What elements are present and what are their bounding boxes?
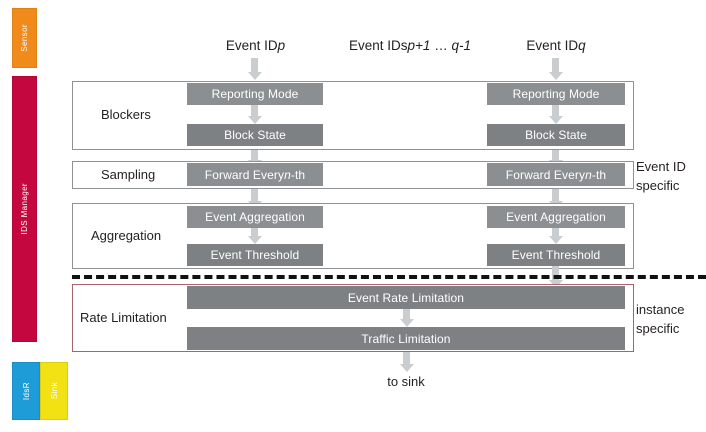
forward-prefix: Forward Every	[204, 167, 285, 182]
footer-to-sink-label: to sink	[387, 374, 425, 389]
flow-arrow-blockers-internal-right	[548, 105, 563, 124]
stage-label-blockers: Blockers	[101, 107, 151, 122]
role-bar-sink: Sink	[40, 362, 68, 420]
flow-arrow-rate-limitation-internal	[399, 309, 414, 327]
stage-label-rate-limitation: Rate Limitation	[80, 310, 167, 325]
column-header-prefix: Event ID	[225, 38, 278, 53]
action-box-event-threshold-right[interactable]: Event Threshold	[487, 244, 625, 266]
action-box-event-rate-limitation[interactable]: Event Rate Limitation	[187, 286, 625, 309]
flow-arrow-blockers-internal-left	[247, 105, 262, 124]
annotation-line-2: specific	[636, 178, 680, 193]
role-bar-idsr: IdsR	[12, 362, 40, 420]
forward-prefix: Forward Every	[505, 167, 586, 182]
forward-variable: n	[284, 167, 291, 182]
flow-arrow-into-blockers-right	[548, 58, 563, 80]
forward-suffix: -th	[591, 167, 607, 182]
forward-suffix: -th	[290, 167, 306, 182]
stage-label-sampling: Sampling	[101, 167, 156, 182]
action-box-reporting-mode-left[interactable]: Reporting Mode	[187, 83, 323, 105]
action-box-event-aggregation-left[interactable]: Event Aggregation	[187, 206, 323, 228]
column-header-variable-end: q-1	[451, 38, 471, 53]
action-box-block-state-left[interactable]: Block State	[187, 124, 323, 146]
flow-arrow-aggregation-internal-left	[247, 228, 262, 244]
scope-separator-dashed-line	[72, 275, 706, 279]
annotation-event-id-specific: Event ID specific	[636, 157, 686, 195]
role-bar-ids-manager-label: IDS Manager	[20, 183, 29, 235]
flow-arrow-aggregation-internal-right	[548, 228, 563, 244]
role-bar-idsr-label: IdsR	[21, 381, 31, 401]
column-header-event-ids-range: Event IDsp+1 … q-1	[330, 38, 490, 53]
role-bar-sensor: Sensor	[12, 8, 37, 68]
action-box-event-threshold-left[interactable]: Event Threshold	[187, 244, 323, 266]
annotation-line-1: Event ID	[636, 159, 686, 174]
stage-label-aggregation: Aggregation	[91, 228, 162, 243]
role-bar-sink-label: Sink	[49, 382, 59, 400]
flow-arrow-to-sink	[399, 352, 414, 372]
column-header-prefix: Event IDs	[349, 38, 408, 53]
forward-variable: n	[585, 167, 592, 182]
action-box-event-aggregation-right[interactable]: Event Aggregation	[487, 206, 625, 228]
column-header-prefix: Event ID	[526, 38, 579, 53]
column-header-variable: q	[578, 38, 586, 53]
column-header-event-id-q: Event IDq	[487, 38, 625, 53]
column-header-event-id-p: Event IDp	[188, 38, 323, 53]
role-bar-ids-manager: IDS Manager	[12, 76, 37, 342]
column-header-ellipsis: …	[434, 38, 448, 53]
annotation-instance-specific: instance specific	[636, 300, 684, 338]
action-box-reporting-mode-right[interactable]: Reporting Mode	[487, 83, 625, 105]
action-box-traffic-limitation[interactable]: Traffic Limitation	[187, 327, 625, 350]
column-header-variable: p	[277, 38, 286, 53]
annotation-line-1: instance	[636, 302, 685, 317]
action-box-block-state-right[interactable]: Block State	[487, 124, 625, 146]
role-bar-sensor-label: Sensor	[20, 24, 29, 52]
annotation-line-2: specific	[636, 321, 680, 336]
flow-arrow-into-blockers-left	[247, 58, 262, 80]
column-header-variable-start: p+1	[407, 38, 431, 53]
